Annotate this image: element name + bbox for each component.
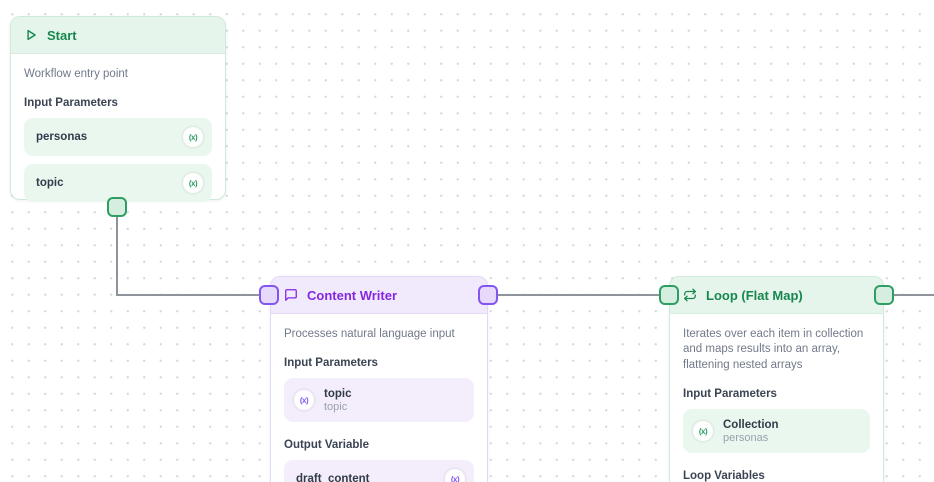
param-pill-personas: personas (x) [24, 118, 212, 157]
edge-start-to-content-writer-horizontal [116, 294, 266, 296]
handle-start-output[interactable] [107, 197, 127, 217]
variable-icon: (x) [183, 173, 203, 194]
input-label: topic [324, 387, 352, 400]
node-title: Loop (Flat Map) [706, 287, 803, 303]
node-content-writer[interactable]: Content Writer Processes natural languag… [270, 276, 488, 482]
variable-icon: (x) [445, 469, 465, 482]
node-loop-header[interactable]: Loop (Flat Map) [670, 277, 883, 314]
section-heading-input-parameters: Input Parameters [284, 357, 378, 370]
play-icon [24, 28, 38, 42]
section-heading-input-parameters: Input Parameters [24, 97, 118, 110]
node-start-header[interactable]: Start [11, 17, 225, 54]
section-heading-input-parameters: Input Parameters [683, 388, 777, 401]
node-start[interactable]: Start Workflow entry point Input Paramet… [10, 16, 226, 203]
output-label: draft_content [296, 473, 370, 482]
param-label: personas [36, 131, 88, 144]
chat-bubble-icon [284, 288, 298, 302]
node-description: Iterates over each item in collection an… [683, 328, 864, 371]
input-pill-topic: (x) topic topic [284, 378, 474, 423]
node-loop-flat-map[interactable]: Loop (Flat Map) Iterates over each item … [669, 276, 884, 482]
param-pill-topic: topic (x) [24, 164, 212, 203]
input-label: Collection [723, 418, 779, 431]
variable-icon: (x) [183, 127, 203, 148]
handle-loop-input[interactable] [659, 285, 679, 305]
node-title: Start [47, 27, 77, 43]
section-heading-output-variable: Output Variable [284, 439, 369, 452]
node-description: Processes natural language input [284, 328, 455, 340]
handle-content-writer-output[interactable] [478, 285, 498, 305]
edge-start-to-content-writer-vertical [116, 207, 118, 295]
node-content-writer-header[interactable]: Content Writer [271, 277, 487, 314]
input-value: topic [324, 400, 348, 413]
node-description: Workflow entry point [24, 68, 128, 80]
variable-icon: (x) [294, 390, 314, 411]
input-value: personas [723, 431, 769, 444]
input-pill-collection: (x) Collection personas [683, 409, 870, 454]
variable-icon: (x) [693, 421, 713, 442]
handle-content-writer-input[interactable] [259, 285, 279, 305]
section-heading-loop-variables: Loop Variables [683, 470, 765, 482]
edge-content-writer-to-loop [488, 294, 669, 296]
loop-icon [683, 288, 697, 302]
edge-loop-outgoing [884, 294, 934, 296]
handle-loop-output[interactable] [874, 285, 894, 305]
output-pill-draft-content: draft_content (x) [284, 460, 474, 482]
node-title: Content Writer [307, 287, 398, 303]
param-label: topic [36, 177, 64, 190]
